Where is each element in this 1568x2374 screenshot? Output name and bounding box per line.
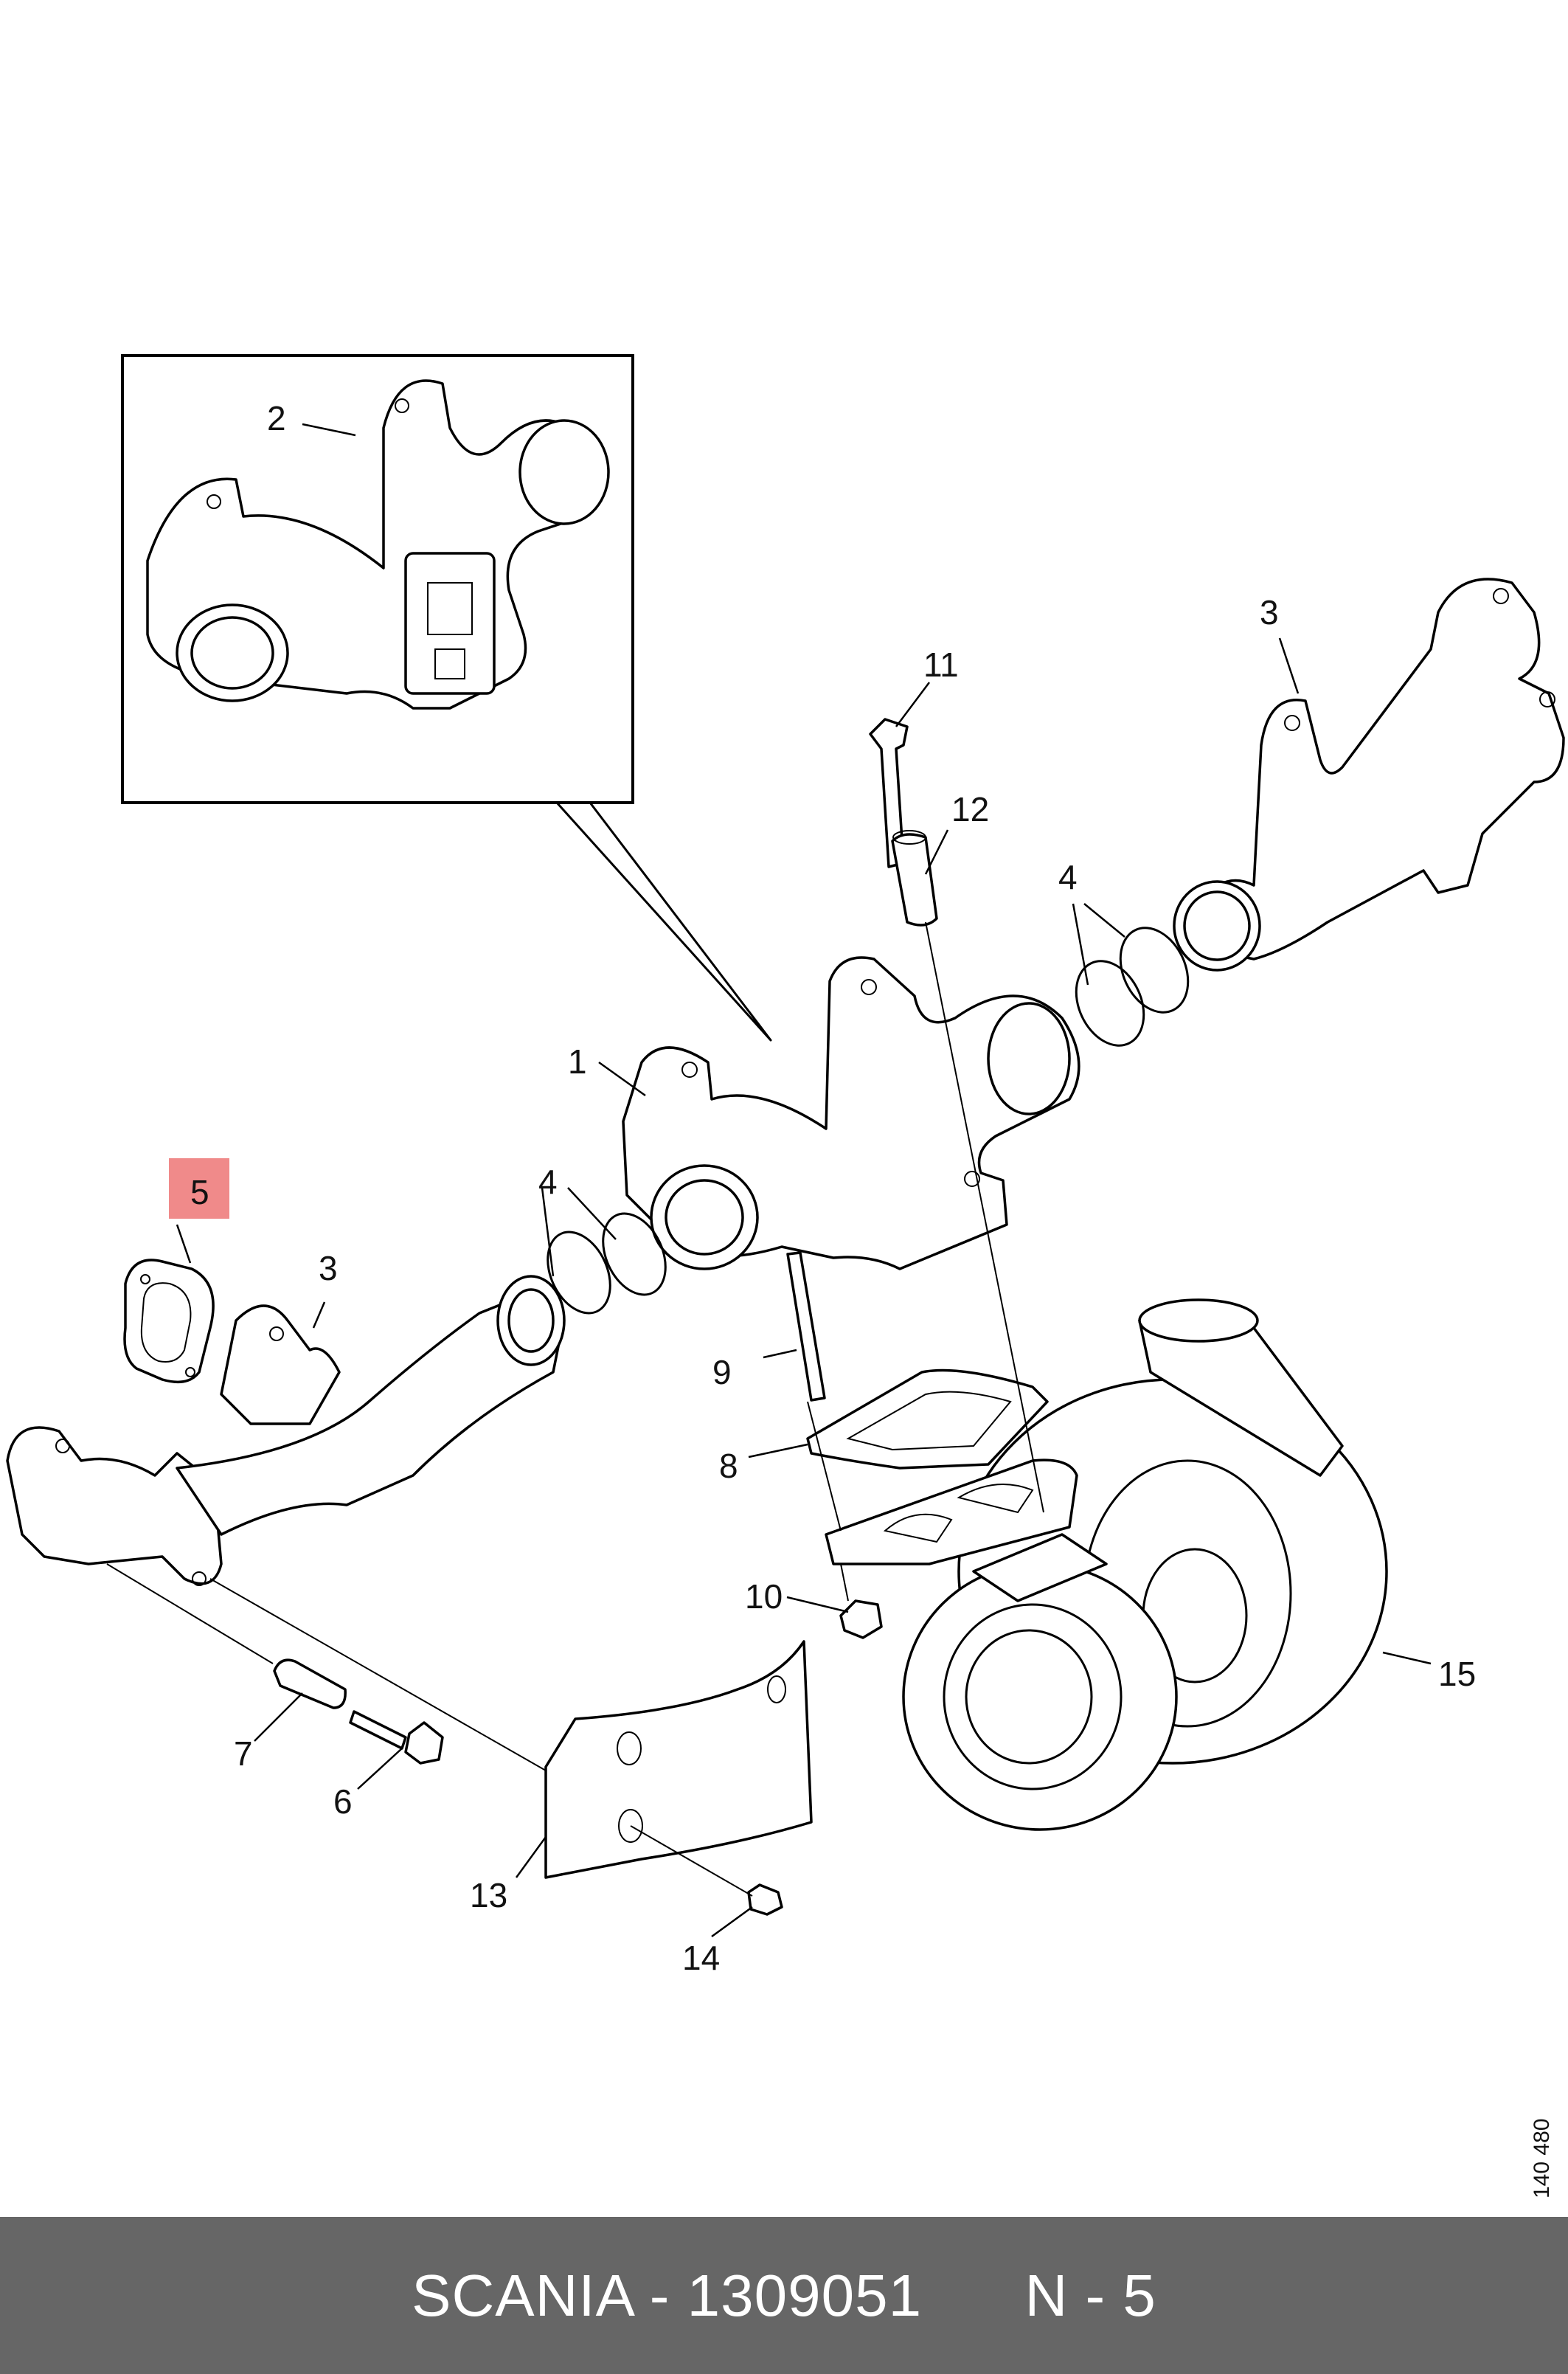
callout-9[interactable]: 9	[712, 1353, 732, 1391]
gasket-part-8	[806, 1368, 1049, 1470]
sleeve-part-7	[273, 1658, 347, 1709]
callout-8[interactable]: 8	[719, 1447, 738, 1485]
callout-15[interactable]: 15	[1438, 1655, 1476, 1693]
callout-labels: 1 2 3 3 4 4 5 6 7 8 9 10 11 12 13 14 15	[190, 399, 1476, 1977]
highlight-box-part-5	[169, 1158, 229, 1219]
callout-6[interactable]: 6	[333, 1782, 353, 1821]
footer-position: N - 5	[1024, 2262, 1156, 2328]
exhaust-manifold-center	[622, 956, 1080, 1270]
assembly-lines	[106, 921, 1044, 1897]
figure-id: 140 480	[1530, 2119, 1554, 2198]
seal-rings-right	[1075, 927, 1190, 1047]
heat-shield-part-13	[544, 1640, 813, 1879]
callout-3-left[interactable]: 3	[319, 1249, 338, 1287]
callout-5[interactable]: 5	[190, 1173, 209, 1211]
callout-1[interactable]: 1	[568, 1042, 587, 1081]
callout-10[interactable]: 10	[745, 1577, 783, 1616]
exhaust-manifold-right	[1173, 578, 1565, 972]
callout-4-left[interactable]: 4	[538, 1163, 558, 1201]
callout-14[interactable]: 14	[682, 1939, 720, 1977]
turbocharger-part-15	[825, 1298, 1388, 1831]
detail-inset	[121, 354, 772, 1042]
bolt-part-11	[869, 718, 909, 868]
sleeve-part-12	[891, 830, 938, 927]
callout-12[interactable]: 12	[951, 790, 989, 828]
gasket-part-5	[123, 1259, 215, 1384]
callout-7[interactable]: 7	[234, 1734, 253, 1773]
stud-part-9	[786, 1251, 826, 1402]
callout-2[interactable]: 2	[267, 399, 286, 437]
callout-leaders	[176, 423, 1432, 1938]
bolt-part-6	[349, 1710, 444, 1765]
callout-11[interactable]: 11	[923, 646, 959, 684]
callout-4-right[interactable]: 4	[1058, 858, 1078, 896]
footer-spacer	[922, 2262, 1024, 2330]
nut-part-10	[839, 1599, 883, 1639]
exhaust-manifold-left	[6, 1275, 566, 1586]
callout-3-right[interactable]: 3	[1260, 593, 1279, 631]
footer-bar: SCANIA - 1309051 N - 5	[0, 2217, 1568, 2374]
seal-rings-left	[547, 1212, 667, 1315]
exploded-parts-diagram: 1 2 3 3 4 4 5 6 7 8 9 10 11 12 13 14 15 …	[6, 354, 1565, 2198]
footer-brand-part: SCANIA - 1309051	[412, 2262, 923, 2328]
callout-13[interactable]: 13	[470, 1876, 507, 1914]
bolt-part-14	[747, 1883, 783, 1916]
